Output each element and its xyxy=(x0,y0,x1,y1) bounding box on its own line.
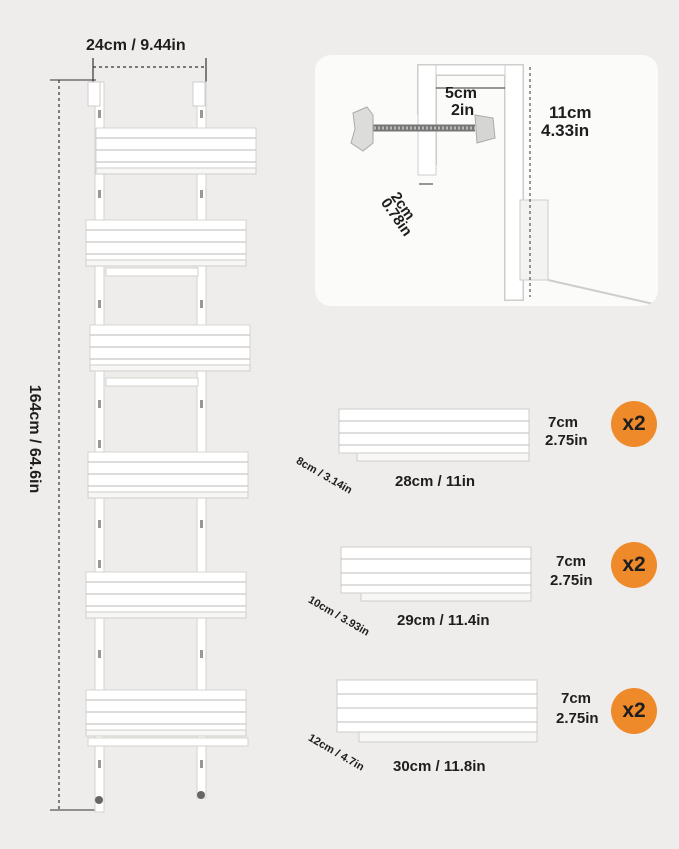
clamp-depth-in: 4.33in xyxy=(541,121,590,140)
clamp-depth-cm: 11cm xyxy=(549,103,592,122)
basket-1-height-in: 2.75in xyxy=(545,432,588,449)
basket-2-illustration xyxy=(337,543,537,605)
basket-1-width: 28cm / 11in xyxy=(395,473,476,490)
basket-2-height-cm: 7cm xyxy=(556,553,587,570)
basket-3-height-in: 2.75in xyxy=(556,710,599,727)
clamp-opening-cm: 5cm xyxy=(445,85,478,102)
clamp-detail-panel: 5cm 2in 11cm 4.33in 2cm 0.78in xyxy=(315,55,658,306)
basket-3-illustration xyxy=(333,674,545,752)
basket-1-height-cm: 7cm xyxy=(548,414,579,431)
basket-1-illustration xyxy=(335,405,535,465)
clamp-opening-in: 2in xyxy=(451,102,475,119)
basket-3-quantity-badge: x2 xyxy=(611,688,657,734)
basket-2-width: 29cm / 11.4in xyxy=(397,612,490,629)
clamp-illustration xyxy=(350,64,658,306)
basket-3-width: 30cm / 11.8in xyxy=(393,758,486,775)
basket-2-quantity-badge: x2 xyxy=(611,542,657,588)
rack-height-label: 164cm / 64.6in xyxy=(26,384,43,494)
basket-3-height-cm: 7cm xyxy=(561,690,592,707)
basket-2-height-in: 2.75in xyxy=(550,572,593,589)
rack-illustration xyxy=(0,0,300,849)
basket-1-quantity-badge: x2 xyxy=(611,401,657,447)
rack-width-label: 24cm / 9.44in xyxy=(86,37,186,54)
